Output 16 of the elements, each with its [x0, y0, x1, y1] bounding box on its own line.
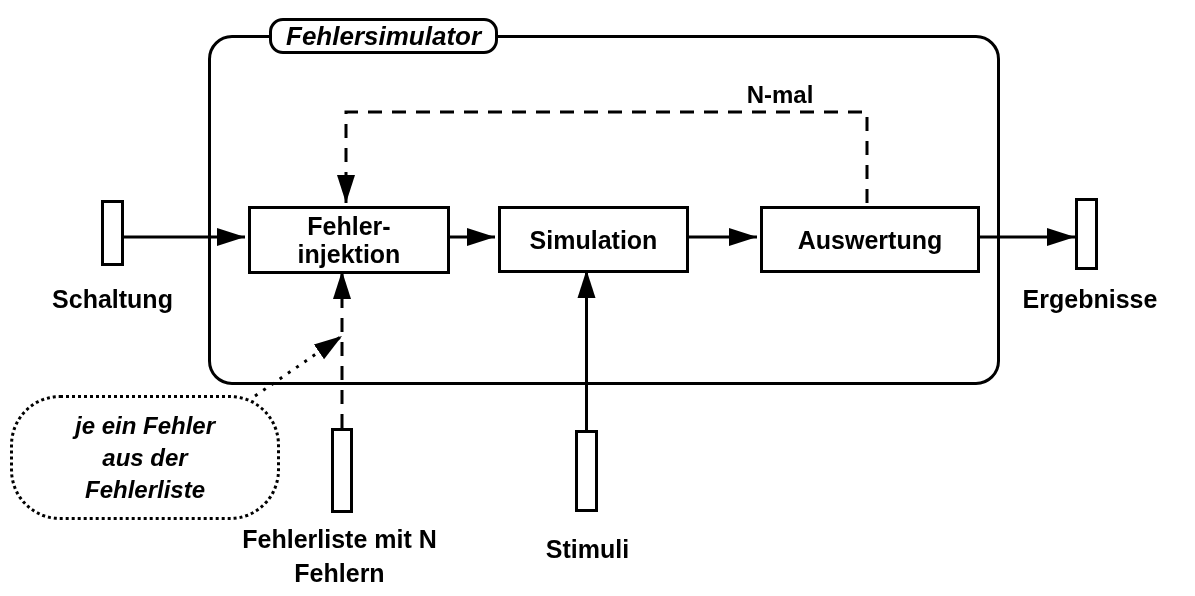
- data-bar: [101, 200, 124, 266]
- frame-title: Fehlersimulator: [269, 18, 499, 54]
- process-box: Simulation: [498, 206, 689, 273]
- arrow: [337, 110, 869, 203]
- data-bar: [1075, 198, 1098, 270]
- data-bar: [331, 428, 353, 513]
- process-box: Auswertung: [760, 206, 980, 273]
- bar-caption: Fehlerliste mit N Fehlern: [242, 524, 437, 589]
- bar-caption: Stimuli: [544, 534, 631, 565]
- bar-caption: Schaltung: [51, 284, 174, 315]
- arrow: [124, 228, 245, 246]
- data-bar: [575, 430, 598, 512]
- process-box: Fehler-injektion: [248, 206, 450, 274]
- leader-arrow: [254, 334, 343, 398]
- callout-bubble: je ein Fehler aus der Fehlerliste: [10, 395, 280, 520]
- bar-caption: Ergebnisse: [1021, 284, 1159, 315]
